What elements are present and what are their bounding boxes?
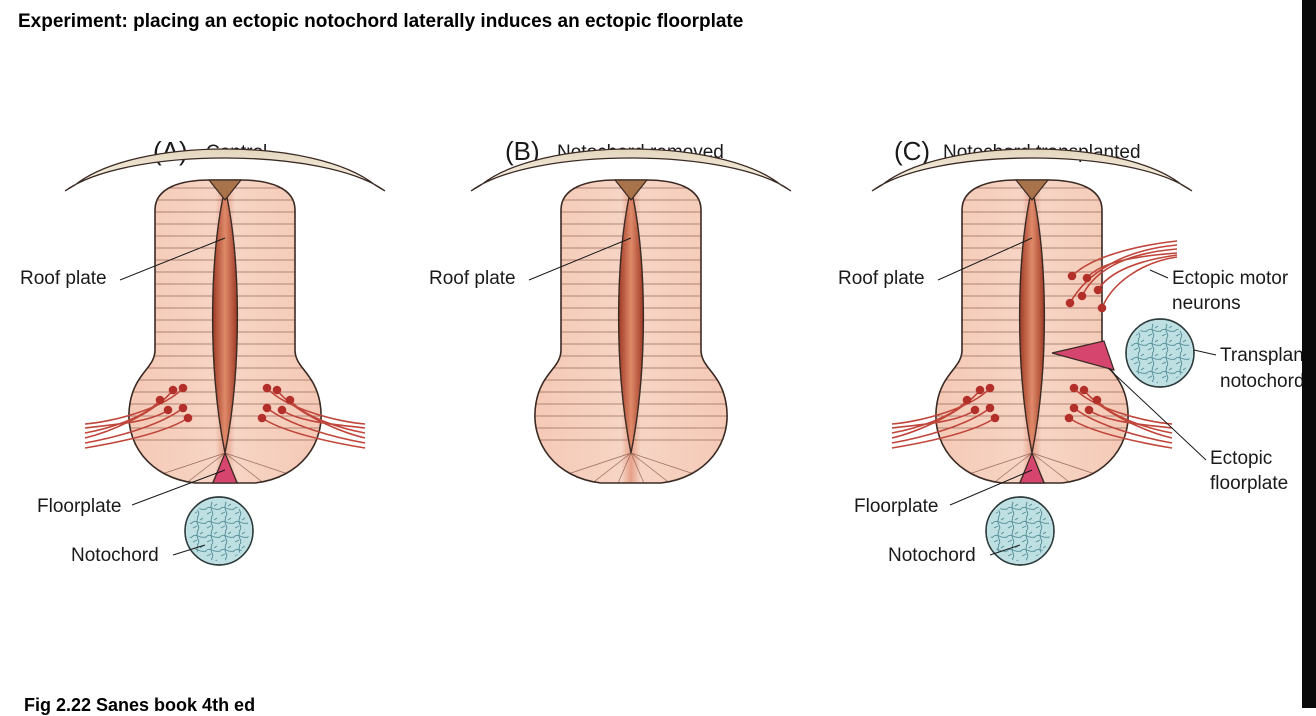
panel-b: (B) Notochord removed Roof plate (429, 136, 792, 488)
ectopic-floorplate-leader (1107, 367, 1207, 461)
floorplate-leader-a (131, 469, 226, 506)
notochord-label-c: Notochord (888, 545, 976, 566)
panel-a: (A) Control Roof plate Floorplate Notoch… (20, 136, 386, 566)
notochord-a (184, 496, 254, 566)
notochord-label-a: Notochord (71, 545, 159, 566)
roof-plate-leader-b (528, 237, 632, 281)
panel-c-letter: (C) (894, 136, 930, 166)
figure-caption: Fig 2.22 Sanes book 4th ed (24, 695, 256, 715)
ectopic-floorplate-label-line2: floorplate (1210, 473, 1288, 494)
ectopic-floorplate-label-line1: Ectopic (1210, 448, 1272, 469)
floorplate-label-c: Floorplate (854, 496, 939, 517)
transplanted-notochord (1125, 318, 1195, 388)
transplanted-label-line2: notochord (1220, 371, 1305, 392)
transplanted-leader (1193, 349, 1217, 356)
notochord-leader-a (172, 544, 206, 556)
roof-plate-label-b: Roof plate (429, 268, 516, 289)
ectopic-floorplate (1051, 340, 1115, 371)
window-edge (1302, 0, 1316, 708)
roof-plate-label-a: Roof plate (20, 268, 107, 289)
roof-plate-leader-c (937, 237, 1033, 281)
roof-plate-leader-a (119, 237, 226, 281)
floorplate-leader-c (949, 469, 1033, 506)
ectopic-motor-leader (1149, 269, 1169, 279)
ectopic-motor-label-line1: Ectopic motor (1172, 268, 1289, 289)
figure-title: Experiment: placing an ectopic notochord… (18, 11, 744, 32)
floorplate-label-a: Floorplate (37, 496, 122, 517)
notochord-c (985, 496, 1055, 566)
roof-plate-label-c: Roof plate (838, 268, 925, 289)
notochord-leader-c (989, 544, 1021, 556)
transplanted-label-line1: Transplanted (1220, 345, 1316, 366)
panel-c: (C) Notochord transplanted (838, 136, 1316, 566)
neural-tube-c (891, 180, 1178, 488)
ectopic-motor-label-line2: neurons (1172, 293, 1241, 314)
neural-tube-a (84, 180, 366, 488)
neural-tube-b (521, 180, 741, 488)
ectopic-motor-neurons (1069, 240, 1178, 309)
